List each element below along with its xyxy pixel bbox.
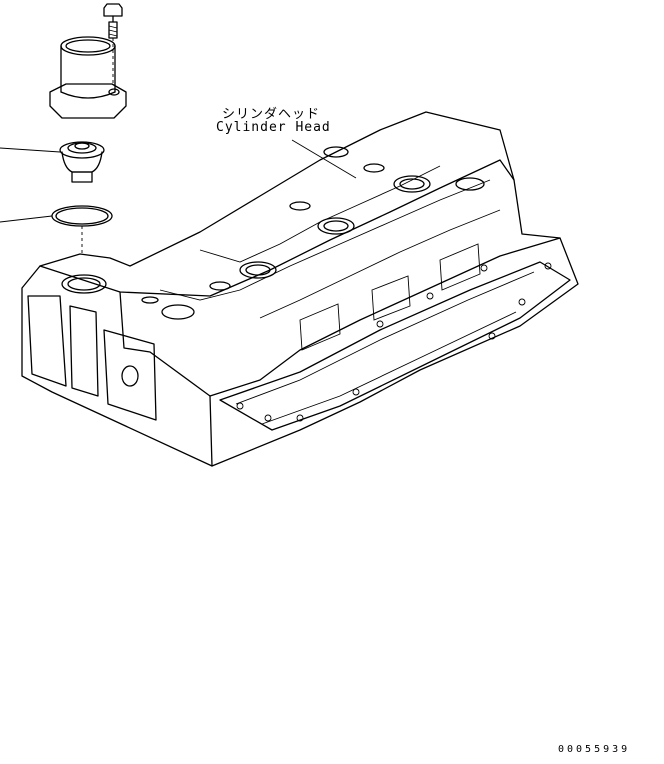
thermostat-housing-part	[49, 36, 127, 119]
seal-ring-part	[0, 205, 113, 256]
part-label-japanese: シリンダヘッド	[222, 107, 321, 122]
figure-number: 00055939	[558, 744, 631, 755]
cylinder-head-part	[21, 111, 579, 467]
part-label-english: Cylinder Head	[216, 120, 331, 135]
bolt-part	[103, 3, 123, 86]
thermostat-part	[0, 141, 105, 183]
